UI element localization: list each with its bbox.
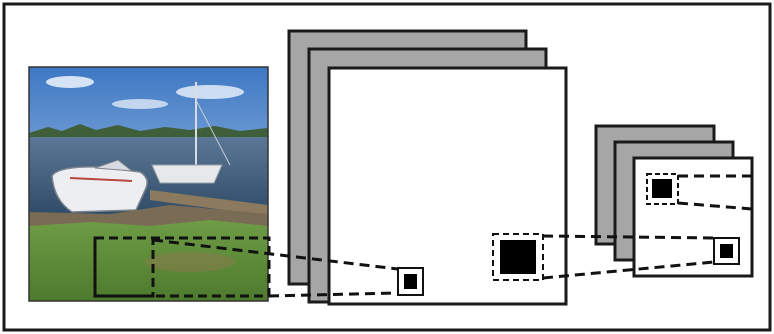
grass-patch xyxy=(145,252,235,272)
kernel-cell xyxy=(720,244,733,258)
kernel-cell-upper xyxy=(652,179,672,198)
cloud xyxy=(112,99,168,109)
cloud xyxy=(176,85,244,99)
cloud xyxy=(46,76,94,88)
kernel-cell-large xyxy=(500,240,536,274)
kernel-cell xyxy=(404,274,417,289)
projection-line xyxy=(543,236,714,238)
motorboat-hull xyxy=(52,167,147,212)
sailboat-hull xyxy=(152,165,222,183)
input-image xyxy=(29,67,268,301)
